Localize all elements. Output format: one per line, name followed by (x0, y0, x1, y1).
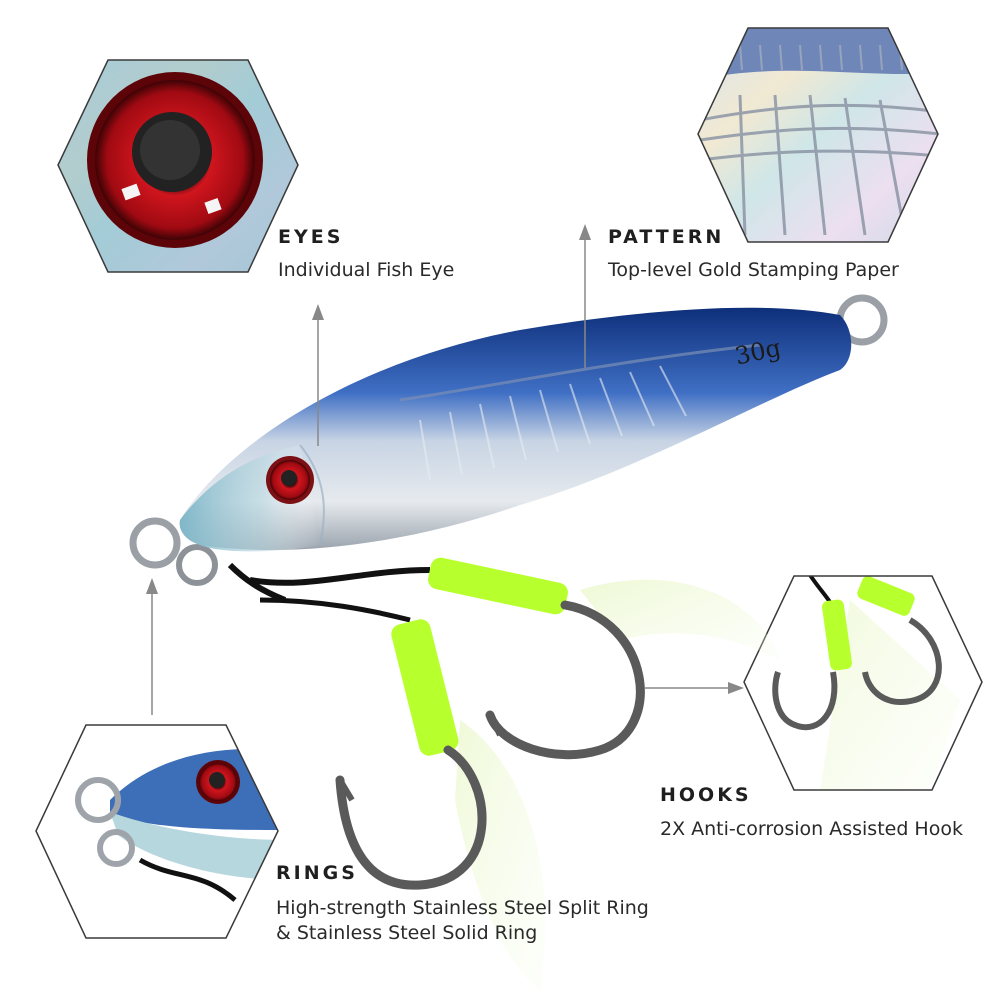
rings-heading: RINGS (276, 862, 358, 884)
hooks-description: 2X Anti-corrosion Assisted Hook (660, 818, 963, 840)
assist-hooks (227, 557, 780, 990)
eyes-heading: EYES (278, 226, 344, 248)
lure-body (179, 307, 852, 552)
rings-description-line1: High-strength Stainless Steel Split Ring (276, 897, 649, 919)
pattern-description: Top-level Gold Stamping Paper (608, 259, 899, 281)
eyes-description: Individual Fish Eye (278, 259, 455, 281)
rings-description: High-strength Stainless Steel Split Ring… (276, 896, 649, 946)
eyes-detail-hexagon (58, 60, 298, 272)
rings-description-line2: & Stainless Steel Solid Ring (276, 922, 538, 944)
pointer-arrows (146, 224, 744, 715)
pattern-heading: PATTERN (608, 226, 725, 248)
hooks-detail-hexagon (744, 576, 982, 790)
rings-detail-hexagon (36, 725, 278, 938)
pattern-detail-hexagon (698, 28, 938, 242)
hooks-heading: HOOKS (660, 784, 752, 806)
